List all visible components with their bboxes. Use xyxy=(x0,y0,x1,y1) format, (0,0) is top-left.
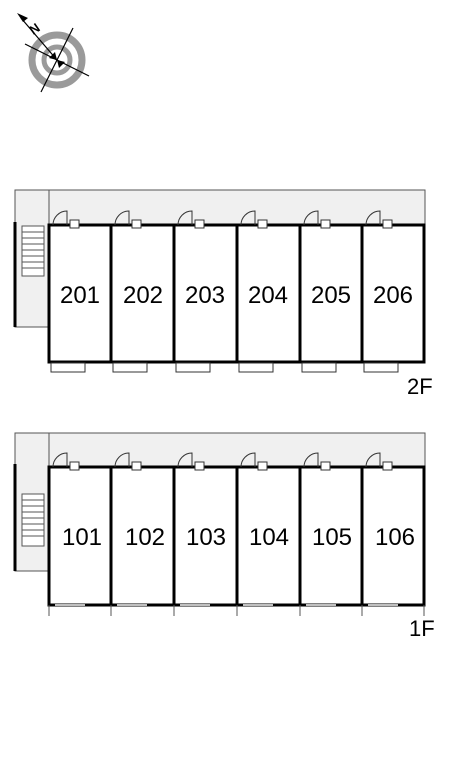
door-icon xyxy=(114,452,130,468)
meter-box xyxy=(194,219,205,229)
corridor xyxy=(14,432,426,468)
staircase xyxy=(21,493,45,547)
door-icon xyxy=(52,452,68,468)
floor-1f: 101 102 103 104 xyxy=(13,432,435,641)
room-label: 101 xyxy=(62,524,102,551)
meter-box xyxy=(320,461,331,471)
balcony xyxy=(301,362,337,373)
room-202: 202 xyxy=(109,210,176,373)
room-label: 201 xyxy=(60,282,100,309)
meter-box xyxy=(382,219,393,229)
room-103: 103 xyxy=(172,452,239,616)
balcony xyxy=(175,362,211,373)
meter-box xyxy=(382,461,393,471)
room-label: 105 xyxy=(312,524,352,551)
balcony xyxy=(50,362,86,373)
room-label: 102 xyxy=(125,524,165,551)
room-104: 104 xyxy=(235,452,302,616)
door-icon xyxy=(52,210,68,226)
meter-box xyxy=(131,219,142,229)
room-label: 205 xyxy=(311,282,351,309)
room-106: 106 xyxy=(360,452,426,616)
room-205: 205 xyxy=(298,210,364,373)
balcony xyxy=(363,362,399,373)
room-label: 103 xyxy=(186,524,226,551)
room-label: 203 xyxy=(185,282,225,309)
room-204: 204 xyxy=(235,210,302,373)
room-201: 201 xyxy=(47,210,113,373)
north-letter: N xyxy=(26,20,42,38)
door-icon xyxy=(365,210,381,226)
room-203: 203 xyxy=(172,210,239,373)
room-102: 102 xyxy=(109,452,176,616)
staircase xyxy=(21,225,45,277)
room-105: 105 xyxy=(298,452,364,616)
balcony xyxy=(112,362,148,373)
floor-label: 2F xyxy=(407,374,433,399)
meter-box xyxy=(131,461,142,471)
meter-box xyxy=(320,219,331,229)
room-label: 106 xyxy=(375,524,415,551)
door-icon xyxy=(365,452,381,468)
door-icon xyxy=(303,210,319,226)
compass-icon: N xyxy=(17,13,90,93)
meter-box xyxy=(194,461,205,471)
meter-box xyxy=(257,219,268,229)
door-icon xyxy=(240,210,256,226)
door-icon xyxy=(303,452,319,468)
door-icon xyxy=(177,210,193,226)
door-icon xyxy=(114,210,130,226)
meter-box xyxy=(69,461,80,471)
door-icon xyxy=(240,452,256,468)
room-label: 202 xyxy=(123,282,163,309)
room-206: 206 xyxy=(360,210,426,373)
door-icon xyxy=(177,452,193,468)
balcony xyxy=(238,362,274,373)
room-label: 206 xyxy=(373,282,413,309)
room-label: 104 xyxy=(249,524,289,551)
meter-box xyxy=(69,219,80,229)
floor-2f: 201 202 203 204 205 xyxy=(13,189,433,399)
room-label: 204 xyxy=(248,282,288,309)
meter-box xyxy=(257,461,268,471)
floor-label: 1F xyxy=(409,616,435,641)
room-101: 101 xyxy=(47,452,113,616)
